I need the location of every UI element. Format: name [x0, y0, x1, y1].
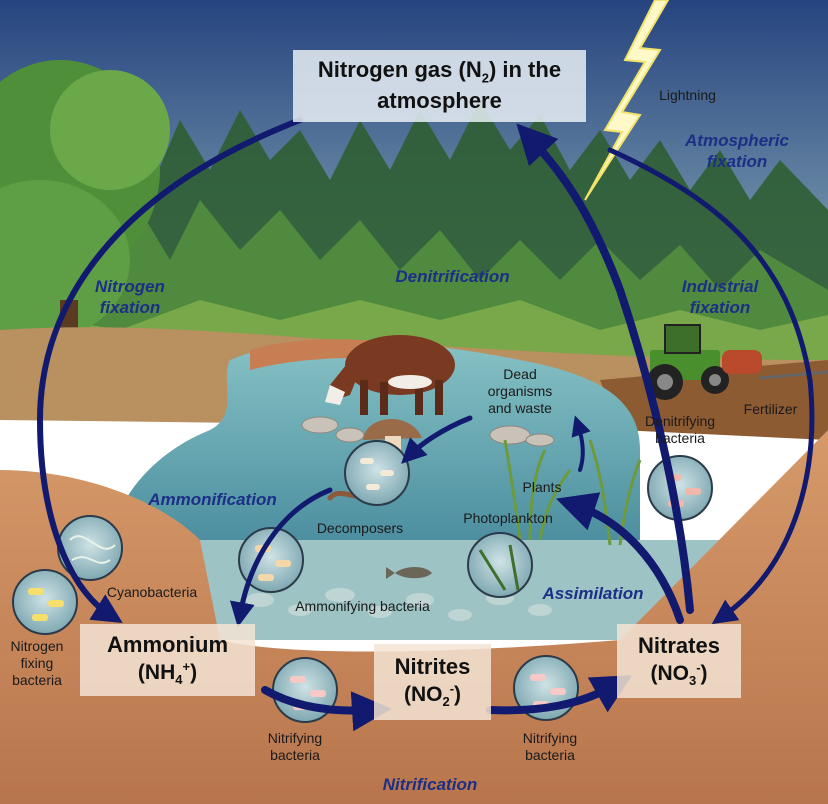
process-denitrification: Denitrification: [370, 266, 535, 287]
ammonium-formula: (NH4+): [138, 659, 197, 689]
label-denitrifying-bacteria: Denitrifying bacteria: [625, 413, 735, 447]
nitrites-formula: (NO2-): [404, 681, 461, 711]
process-nitrogen-fixation: Nitrogen fixation: [70, 276, 190, 319]
label-decomposers: Decomposers: [305, 520, 415, 537]
atmosphere-title-box: Nitrogen gas (N2) in the atmosphere: [293, 50, 586, 122]
nitrites-box: Nitrites (NO2-): [374, 644, 491, 720]
label-plants: Plants: [512, 479, 572, 496]
ammonium-name: Ammonium: [107, 631, 228, 660]
process-ammonification: Ammonification: [125, 489, 300, 510]
nitrites-name: Nitrites: [395, 653, 471, 682]
label-nitrifying-bacteria-2: Nitrifying bacteria: [505, 730, 595, 764]
process-atmospheric-fixation: Atmospheric fixation: [662, 130, 812, 173]
process-assimilation: Assimilation: [528, 583, 658, 604]
label-ammonifying-bacteria: Ammonifying bacteria: [265, 598, 460, 615]
nitrates-box: Nitrates (NO3-): [617, 624, 741, 698]
atmosphere-title-line2: atmosphere: [377, 87, 502, 116]
ammonium-box: Ammonium (NH4+): [80, 624, 255, 696]
nitrates-formula: (NO3-): [650, 660, 707, 690]
label-nitrogen-fixing-bacteria: Nitrogen fixing bacteria: [0, 638, 74, 688]
atmosphere-title-line1: Nitrogen gas (N2) in the: [318, 56, 561, 87]
label-lightning: Lightning: [645, 87, 730, 104]
label-cyanobacteria: Cyanobacteria: [92, 584, 212, 601]
process-industrial-fixation: Industrial fixation: [660, 276, 780, 319]
label-dead-organisms: Dead organisms and waste: [480, 366, 560, 416]
label-nitrifying-bacteria-1: Nitrifying bacteria: [250, 730, 340, 764]
nitrates-name: Nitrates: [638, 632, 720, 661]
process-nitrification: Nitrification: [360, 774, 500, 795]
label-photoplankton: Photoplankton: [443, 510, 573, 527]
label-fertilizer: Fertilizer: [728, 401, 813, 418]
